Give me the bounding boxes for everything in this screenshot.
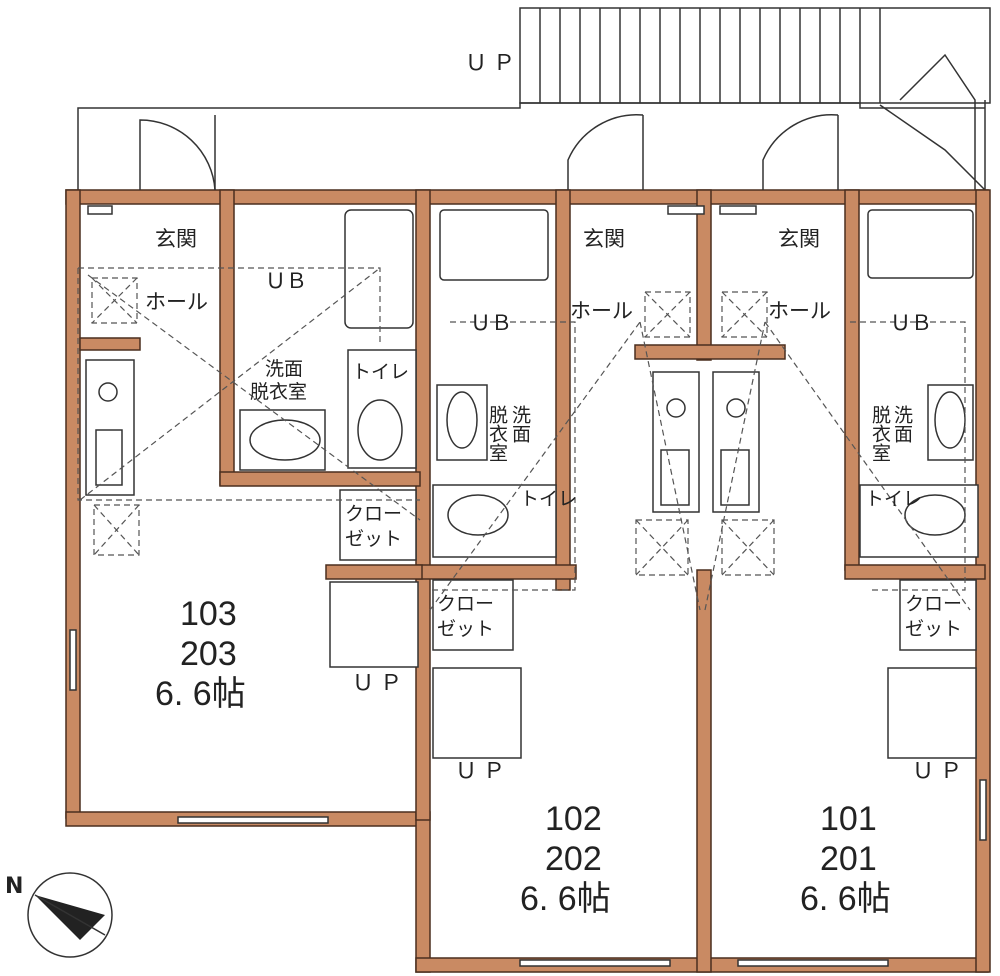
- toilet-label-102: トイレ: [520, 488, 577, 510]
- interior-stairs: [329, 581, 977, 759]
- washroom-vertical-b-102: 脱衣室: [486, 405, 508, 462]
- closet-label-b-103: ゼット: [345, 528, 402, 550]
- entrance-doors: [139, 114, 839, 191]
- closet-label-b-101: ゼット: [905, 618, 962, 640]
- toilet-label-103: トイレ: [352, 361, 409, 383]
- closets: [339, 489, 977, 651]
- porch-outline: [77, 102, 985, 190]
- unit-lower-101: 101: [820, 800, 877, 838]
- entrance-label-102: 玄関: [583, 227, 625, 251]
- washroom-label-b-103: 脱衣室: [250, 381, 307, 403]
- stair-up-label-top: ＵＰ: [465, 51, 521, 76]
- unit-size-102: 6. 6帖: [520, 880, 611, 918]
- unit-size-103: 6. 6帖: [155, 675, 246, 713]
- toilets: [347, 349, 979, 558]
- toilet-label-101: トイレ: [865, 488, 922, 510]
- bathtubs: [344, 209, 974, 329]
- exterior-stair: [519, 7, 991, 191]
- closet-label-a-102: クロー: [437, 593, 494, 615]
- unit-upper-201: 201: [820, 840, 877, 878]
- compass-north-label: N: [5, 874, 23, 899]
- ceiling-dashed-lines: [77, 267, 971, 611]
- washroom-label-a-103: 洗面: [265, 358, 303, 380]
- unit-bath-label-103: ＵＢ: [265, 269, 307, 293]
- stair-up-label-103: ＵＰ: [352, 671, 408, 696]
- unit-size-101: 6. 6帖: [800, 880, 891, 918]
- ceiling-fixtures: [91, 277, 775, 576]
- unit-upper-202: 202: [545, 840, 602, 878]
- closet-label-a-103: クロー: [345, 503, 402, 525]
- washroom-vertical-b-101: 脱衣室: [869, 405, 891, 462]
- hall-label-102: ホール: [570, 299, 633, 323]
- washroom-vertical-a-101: 洗面: [891, 405, 913, 443]
- unit-bath-label-101: ＵＢ: [890, 311, 932, 335]
- unit-bath-label-102: ＵＢ: [470, 311, 512, 335]
- stair-up-label-101: ＵＰ: [912, 759, 968, 784]
- hall-label-101: ホール: [768, 299, 831, 323]
- north-compass-icon: [27, 872, 113, 958]
- unit-lower-103: 103: [180, 595, 237, 633]
- stair-up-label-102: ＵＰ: [455, 759, 511, 784]
- exterior-walls: [65, 189, 991, 973]
- hall-label-103: ホール: [145, 290, 208, 314]
- entrance-label-101: 玄関: [778, 227, 820, 251]
- closet-label-b-102: ゼット: [437, 618, 494, 640]
- windows: [69, 205, 987, 967]
- unit-lower-102: 102: [545, 800, 602, 838]
- closet-label-a-101: クロー: [905, 593, 962, 615]
- unit-upper-203: 203: [180, 635, 237, 673]
- washroom-vertical-a-102: 洗面: [509, 405, 531, 443]
- entrance-label-103: 玄関: [155, 227, 197, 251]
- kitchens: [85, 359, 760, 513]
- stair-treads: [539, 8, 881, 103]
- washbasins: [239, 384, 974, 471]
